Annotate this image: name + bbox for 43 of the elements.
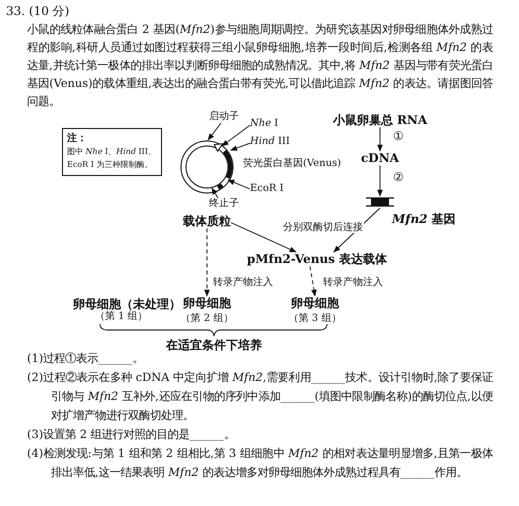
dashed-arrow [310,266,317,297]
question-text: (1)过程①表示______。 [27,350,144,367]
gene-label: Mfn2 基因 [392,212,456,226]
part-label: 终止子 [209,198,239,210]
leader-line [208,122,222,141]
note-heading: 注： [67,132,88,145]
group-label: （第 3 组） [288,312,342,326]
note-text: 图中 Nhe I、Hind III、EcoR I 为三种限制酶。 [67,146,157,171]
note-box [62,128,162,176]
cdna-label: cDNA [361,151,399,166]
arrow [377,126,383,152]
group-label: （第 1 组） [95,311,148,323]
enzyme-label: Nhe I [250,118,278,130]
dashed-arrow [204,228,210,297]
edge-label: 转录产物注入 [322,277,384,288]
question-text: (2)过程②表示在多种 cDNA 中定向扩增 Mfn2,需要利用______技术。设计引物时,除了要保证引物与 Mfn2 互补外,还应在引物的序列中添加______(填图中限制酶名称)的酶切位点,以便对扩增产物进行双酶切处理。 [27,369,493,424]
cell-label: 卵母细胞 [183,296,231,311]
question-number: 33. (10 分) [6,4,70,18]
leader-line [222,124,250,146]
part-label: 荧光蛋白基因(Venus) [243,158,342,170]
question-text: (3)设置第 2 组进行对照的目的是______。 [27,426,236,443]
cell-label: 卵母细胞 [291,296,339,311]
leader-line [230,142,250,151]
plasmid-drawing [180,140,234,194]
culture-label: 在适宜条件下培养 [166,338,262,352]
leader-line [211,187,218,198]
edge-label: 分别双酶切后连接 [282,222,364,233]
arrow [377,164,383,197]
intro-paragraph: 小鼠的线粒体融合蛋白 2 基因(Mfn2)参与细胞周期调控。为研究该基因对卵母细胞体外成熟过程的影响,科研人员通过如图过程获得三组小鼠卵母细胞,培养一段时间后,检测各组 Mfn2 的表达量,并统计第一极体的排出率以判断卵母细胞的成熟情况。其中,将 Mfn2 基因与带有荧光蛋白基因(Venus)的载体重组,表达出的融合蛋白带有荧光,可以借此追踪 Mfn2 的表达。请据图回答问题。 [27,21,493,110]
arrow [230,222,297,252]
edge-label: ② [392,171,405,184]
enzyme-label: Hind III [250,136,290,148]
enzyme-label: EcoR I [250,183,284,195]
leader-line [227,180,250,190]
rna-label: 小鼠卵巢总 RNA [332,113,428,128]
vector-label: pMfn2-Venus 表达载体 [246,252,388,266]
question-text: (4)检测发现:与第 1 组和第 2 组相比,第 3 组细胞中 Mfn2 的相对表达量明显增多,且第一极体排出率低,这一结果表明 Mfn2 的表达增多对卵母细胞体外成熟过程具有______作用。 [27,445,493,481]
part-label: 启动子 [209,111,239,123]
edge-label: 转录产物注入 [212,277,274,288]
vector-label: 载体质粒 [183,214,231,228]
edge-label: ① [392,130,405,144]
cell-label: 卵母细胞（未处理） [73,297,181,311]
group-label: （第 2 组） [180,312,234,326]
